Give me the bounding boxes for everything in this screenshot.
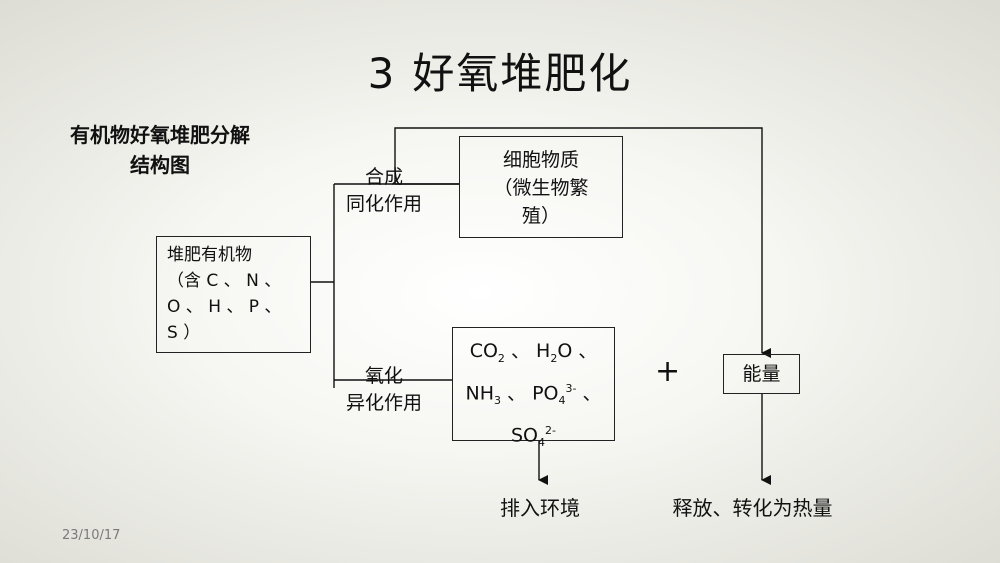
slide-date: 23/10/17 bbox=[62, 528, 121, 543]
cell-line3: 殖） bbox=[521, 205, 560, 227]
energy-box: 能量 bbox=[723, 354, 800, 394]
products-box: CO2 、 H2O 、 NH3 、 PO43- 、 SO42- bbox=[452, 327, 615, 449]
diagram-subtitle: 有机物好氧堆肥分解 结构图 bbox=[40, 120, 280, 180]
compost-organic-box: 堆肥有机物 （含 C 、 N 、 O 、 H 、 P 、 S ） bbox=[156, 236, 311, 353]
products-line1: CO2 、 H2O 、 bbox=[469, 340, 598, 365]
cell-feedback-line bbox=[394, 127, 771, 358]
products-line2: NH3 、 PO43- 、 bbox=[465, 381, 602, 407]
cell-line1: 细胞物质 bbox=[502, 149, 579, 171]
subtitle-line1: 有机物好氧堆肥分解 bbox=[70, 123, 250, 147]
plus-sign: + bbox=[655, 354, 681, 389]
compost-line3: O 、 H 、 P 、 bbox=[167, 297, 282, 317]
compost-line4: S ） bbox=[167, 323, 201, 343]
compost-line1: 堆肥有机物 bbox=[167, 245, 252, 265]
compost-line2: （含 C 、 N 、 bbox=[167, 271, 282, 291]
oxidation-label: 氧化 异化作用 bbox=[345, 365, 422, 414]
cell-material-box: 细胞物质 （微生物繁 殖） bbox=[459, 136, 623, 238]
subtitle-line2: 结构图 bbox=[130, 153, 190, 177]
output-environment-label: 排入环境 bbox=[500, 496, 580, 520]
output-heat-label: 释放、转化为热量 bbox=[672, 496, 833, 520]
synthesis-label: 合成 同化作用 bbox=[345, 166, 422, 215]
cell-line2: （微生物繁 bbox=[493, 177, 589, 199]
products-line3: SO42- bbox=[511, 423, 556, 450]
